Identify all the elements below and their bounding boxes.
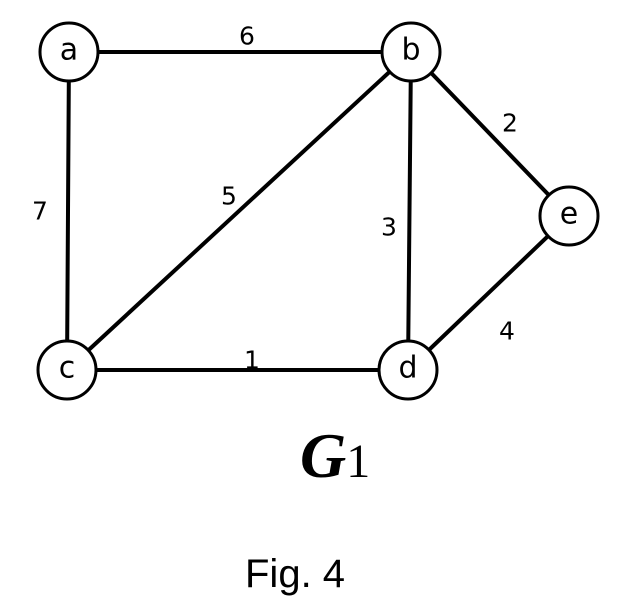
node-label-b: b: [401, 33, 420, 68]
node-label-d: d: [398, 351, 417, 386]
graph-name: G1: [300, 420, 370, 491]
node-label-e: e: [560, 197, 578, 232]
node-c: c: [36, 339, 98, 401]
edge-a-c: [65, 50, 71, 372]
figure-caption: Fig. 4: [245, 552, 345, 596]
graph-name-subscript: 1: [346, 435, 370, 488]
edge-weight-c-d: 1: [244, 346, 260, 375]
node-e: e: [538, 185, 600, 247]
node-circle-c: [36, 339, 98, 401]
node-circle-a: [38, 21, 100, 83]
edge-b-d: [406, 50, 413, 372]
node-label-c: c: [59, 351, 76, 386]
node-d: d: [377, 339, 439, 401]
edge-weight-a-c: 7: [32, 197, 48, 226]
node-circle-e: [538, 185, 600, 247]
edges-layer: [65, 50, 571, 372]
graph-name-letter: G: [300, 420, 346, 491]
edge-weight-b-e: 2: [502, 109, 518, 138]
node-label-a: a: [60, 33, 78, 68]
edge-weight-b-c: 5: [221, 182, 237, 211]
edge-weight-b-d: 3: [381, 213, 397, 242]
node-circle-b: [380, 21, 442, 83]
edge-b-c: [65, 50, 413, 372]
edge-b-e: [409, 50, 571, 218]
node-b: b: [380, 21, 442, 83]
edge-weight-d-e: 4: [499, 317, 515, 346]
edge-d-e: [406, 214, 571, 372]
node-a: a: [38, 21, 100, 83]
node-circle-d: [377, 339, 439, 401]
weights-layer: 6 7 5 3 2 1 4: [32, 22, 518, 375]
nodes-layer: a b c d e: [36, 21, 600, 401]
edge-weight-a-b: 6: [239, 22, 255, 51]
